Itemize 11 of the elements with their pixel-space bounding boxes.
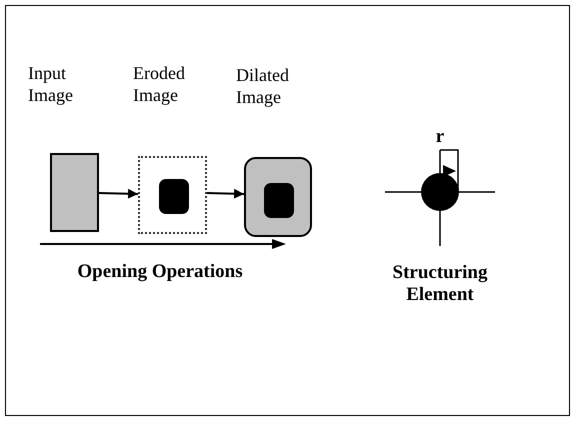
operation-label: Opening Operations (76, 261, 244, 283)
arrow (206, 188, 244, 199)
image-shape (50, 153, 99, 232)
image-caption: Input Image (28, 62, 74, 106)
image-caption: Eroded Image (133, 62, 186, 106)
image-caption: Dilated Image (236, 64, 290, 108)
element-label: Structuring Element (392, 262, 488, 306)
arrow (98, 188, 138, 199)
radius-label: r (434, 126, 446, 148)
image-shape (138, 156, 207, 234)
image-shape (244, 157, 312, 237)
